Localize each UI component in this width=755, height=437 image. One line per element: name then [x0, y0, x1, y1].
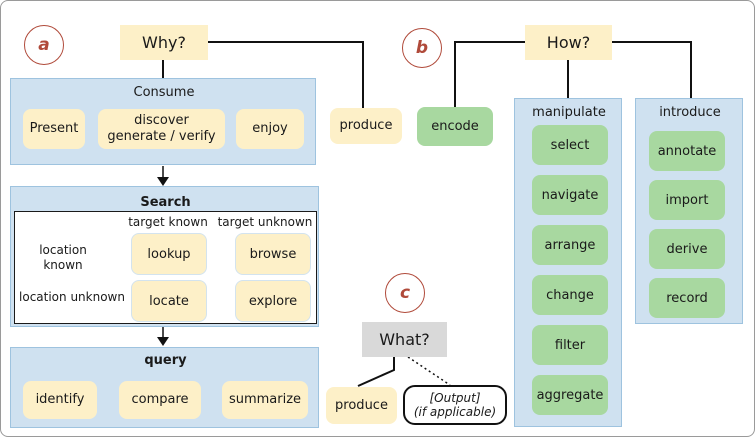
introduce-item-import: import	[649, 180, 725, 220]
how-encode-connector	[454, 41, 525, 107]
introduce-label: introduce	[659, 105, 721, 120]
query-panel: query identify compare summarize	[10, 347, 319, 428]
search-row-location-known: location known	[39, 243, 87, 272]
marker-a: a	[24, 25, 64, 65]
consume-panel: Consume Present discover generate / veri…	[10, 78, 316, 165]
query-item-summarize: summarize	[222, 381, 308, 419]
search-query-arrowhead	[157, 337, 169, 346]
consume-label: Consume	[133, 85, 195, 100]
introduce-item-derive: derive	[649, 229, 725, 269]
query-label: query	[144, 353, 187, 368]
search-col-target-known: target known	[128, 215, 208, 229]
search-cell-lookup: lookup	[131, 233, 207, 275]
manipulate-panel: manipulate select navigate arrange chang…	[514, 98, 622, 427]
manipulate-item-filter: filter	[532, 325, 608, 365]
search-cell-locate: locate	[131, 280, 207, 322]
what-header: What?	[362, 322, 447, 357]
introduce-panel: introduce annotate import derive record	[635, 98, 743, 324]
search-col-target-unknown: target unknown	[217, 215, 313, 229]
manipulate-item-navigate: navigate	[532, 175, 608, 215]
search-grid: target known target unknown location kno…	[14, 211, 317, 324]
consume-item-present: Present	[23, 109, 85, 149]
what-produce-box: produce	[326, 387, 397, 424]
search-row-location-unknown: location unknown	[19, 290, 125, 304]
why-header: Why?	[120, 25, 208, 60]
consume-item-enjoy: enjoy	[236, 109, 304, 149]
what-output-connector	[407, 356, 451, 386]
why-produce-connector	[208, 41, 364, 108]
how-encode-box: encode	[417, 107, 493, 146]
introduce-item-record: record	[649, 278, 725, 318]
manipulate-item-select: select	[532, 125, 608, 165]
what-output-box: [Output] (if applicable)	[403, 385, 507, 425]
why-produce-box: produce	[330, 108, 402, 144]
manipulate-item-aggregate: aggregate	[532, 375, 608, 415]
search-cell-browse: browse	[235, 233, 311, 275]
consume-item-discover: discover generate / verify	[98, 109, 225, 149]
marker-c: c	[385, 273, 425, 313]
how-header: How?	[525, 25, 612, 60]
manipulate-item-change: change	[532, 275, 608, 315]
query-item-identify: identify	[23, 381, 97, 419]
consume-search-arrowhead	[157, 177, 169, 186]
query-item-compare: compare	[119, 381, 201, 419]
what-produce-connector	[357, 357, 395, 387]
search-label: Search	[140, 195, 191, 210]
introduce-item-annotate: annotate	[649, 131, 725, 171]
search-cell-explore: explore	[235, 280, 311, 322]
marker-b: b	[402, 28, 442, 68]
manipulate-label: manipulate	[532, 105, 606, 120]
manipulate-item-arrange: arrange	[532, 225, 608, 265]
how-introduce-connector	[612, 41, 692, 98]
search-panel: Search target known target unknown locat…	[10, 186, 319, 327]
